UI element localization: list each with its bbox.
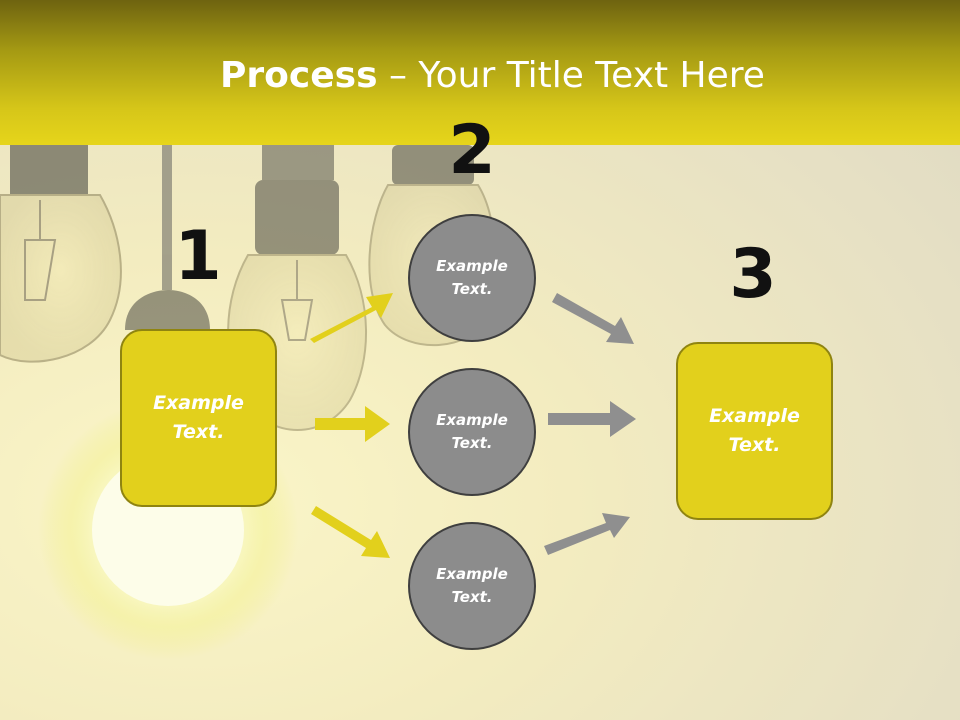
title-rest: – Your Title Text Here — [377, 55, 765, 96]
step-2-circle-top: Example Text. — [408, 214, 536, 342]
circle-middle-text: Example Text. — [436, 411, 508, 452]
step-1-box: Example Text. — [120, 329, 277, 507]
step-number-2: 2 — [448, 111, 496, 190]
arrow-circle-top-to-3 — [552, 293, 634, 344]
step-1-text: Example Text. — [153, 392, 244, 443]
arrow-1-to-circle-bottom — [311, 506, 390, 558]
title-bold: Process — [220, 55, 378, 96]
circle-bottom-text: Example Text. — [436, 565, 508, 606]
step-number-3: 3 — [729, 235, 777, 314]
arrow-circle-middle-to-3 — [548, 401, 636, 437]
step-3-box: Example Text. — [676, 342, 833, 520]
arrow-circle-bottom-to-3 — [544, 513, 630, 555]
step-3-text: Example Text. — [709, 405, 800, 456]
arrow-1-to-circle-top — [310, 293, 393, 343]
step-2-circle-middle: Example Text. — [408, 368, 536, 496]
step-2-circle-bottom: Example Text. — [408, 522, 536, 650]
slide-title: Process – Your Title Text Here — [0, 54, 960, 98]
arrow-1-to-circle-middle — [315, 406, 390, 442]
circle-top-text: Example Text. — [436, 257, 508, 298]
step-number-1: 1 — [174, 217, 222, 296]
title-bar: Process – Your Title Text Here — [0, 0, 960, 145]
